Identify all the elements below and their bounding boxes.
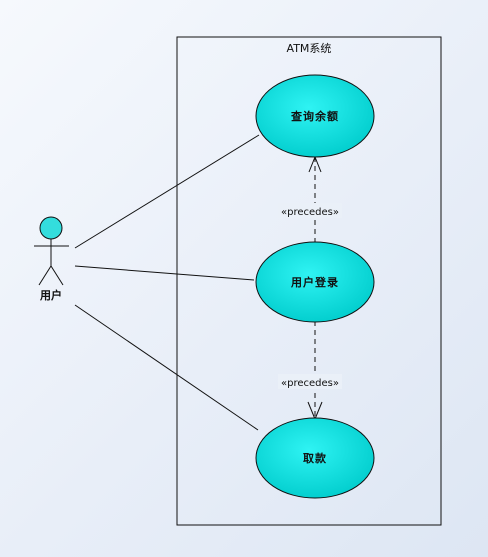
actor-left-leg <box>38 265 52 286</box>
association-line-balance[interactable] <box>74 134 260 249</box>
use-case-login-label: 用户登录 <box>291 275 339 289</box>
use-case-login-ellipse[interactable] <box>255 241 375 323</box>
association-line-withdraw[interactable] <box>74 304 259 431</box>
use-case-withdraw-label: 取款 <box>303 451 327 465</box>
stereotype-label-top: «precedes» <box>281 207 339 218</box>
system-title: ATM系统 <box>287 42 332 55</box>
actor-right-leg <box>50 265 64 286</box>
stereotype-bg-top <box>278 203 342 218</box>
stereotype-bg-bottom <box>278 374 342 389</box>
use-case-balance-ellipse[interactable] <box>255 74 375 158</box>
use-case-withdraw-ellipse[interactable] <box>255 417 375 499</box>
use-case-balance-label: 查询余额 <box>291 109 339 123</box>
stereotype-label-bottom: «precedes» <box>281 378 339 389</box>
use-case-balance[interactable]: 查询余额 <box>255 74 375 158</box>
use-case-withdraw[interactable]: 取款 <box>255 417 375 499</box>
use-case-login[interactable]: 用户登录 <box>255 241 375 323</box>
system-boundary[interactable] <box>176 36 442 526</box>
association-line-login[interactable] <box>74 265 255 281</box>
actor-user[interactable]: 用户 <box>34 216 69 302</box>
actor-name: 用户 <box>40 288 62 302</box>
actor-head <box>39 216 63 240</box>
